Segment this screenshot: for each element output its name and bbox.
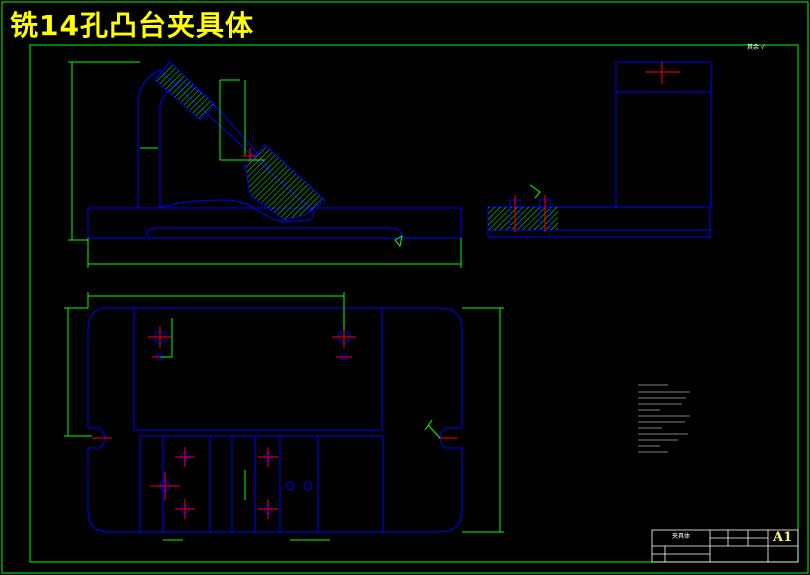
title-block-sheet-size: A1: [773, 530, 793, 545]
inner-border: [29, 44, 799, 563]
title-block-part-name: 夹具体: [672, 533, 691, 540]
front-view: [68, 61, 462, 268]
title-block: [651, 529, 799, 563]
technical-notes: [638, 384, 690, 453]
drawing-title: 铣14孔凸台夹具体: [10, 9, 254, 42]
side-view: [487, 61, 712, 238]
surface-roughness-note: 其余 √: [747, 44, 765, 51]
top-view: [64, 292, 504, 541]
